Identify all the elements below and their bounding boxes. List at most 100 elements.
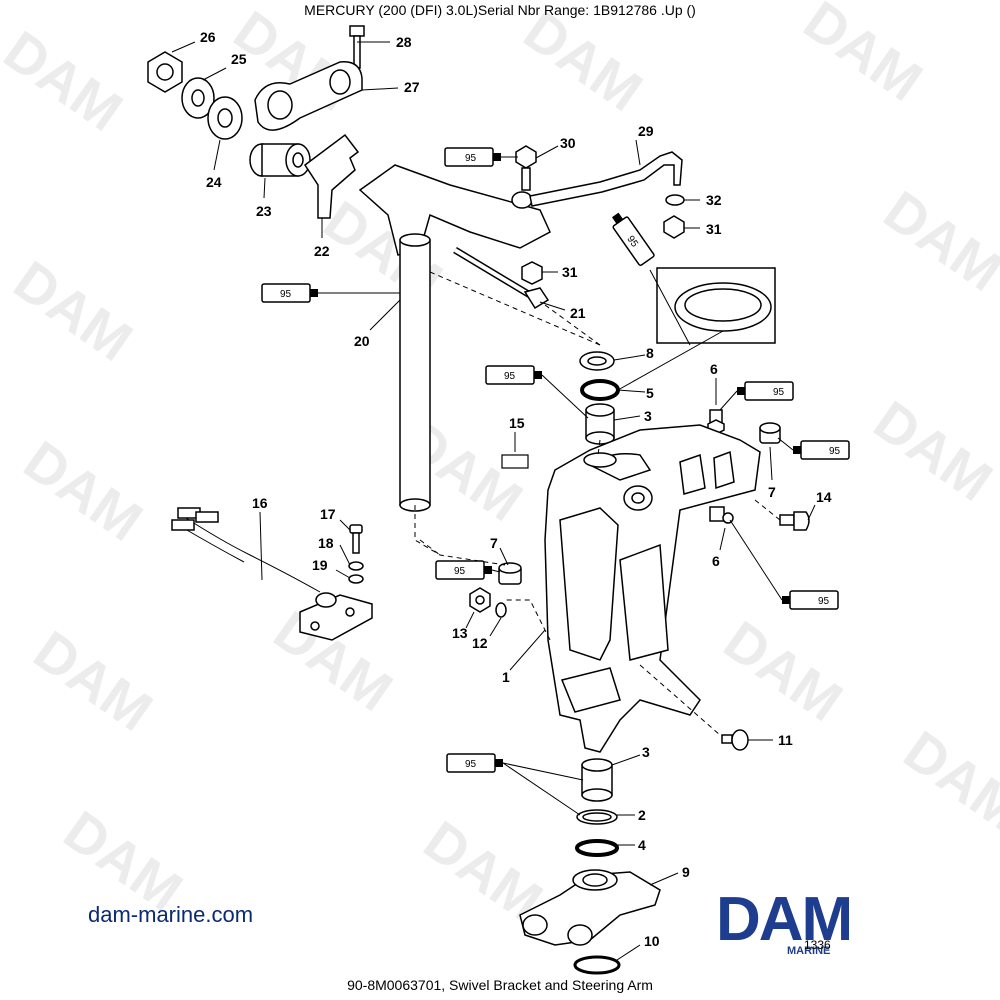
seal-detail-box	[656, 267, 776, 344]
callout-32: 32	[706, 192, 722, 208]
part-26-nut	[147, 51, 183, 93]
part-7-bushing-right	[759, 422, 781, 444]
callout-22: 22	[314, 243, 330, 259]
callout-12: 12	[472, 635, 488, 651]
callout-20: 20	[354, 333, 370, 349]
part-19-washer	[348, 574, 364, 584]
part-28-bolt	[349, 25, 365, 69]
part-6-grease-fitting-lower	[709, 506, 734, 524]
dam-logo-subtitle: MARINE	[787, 945, 831, 957]
callout-7-left: 7	[490, 535, 498, 551]
sealant-tube: 95	[792, 440, 850, 460]
callout-1: 1	[502, 669, 510, 685]
svg-text:DAM: DAM	[713, 608, 854, 733]
callout-18: 18	[318, 535, 334, 551]
svg-text:95: 95	[454, 566, 466, 577]
leader-lines	[171, 41, 816, 961]
callout-21: 21	[570, 305, 586, 321]
part-4-seal	[575, 839, 619, 857]
part-12-washer	[495, 602, 507, 618]
callout-15: 15	[509, 415, 525, 431]
sealant-tube: 95	[781, 590, 839, 610]
part-22-plate	[303, 133, 360, 219]
part-7-bushing-left	[498, 562, 522, 585]
svg-text:95: 95	[465, 153, 477, 164]
website-link[interactable]: dam-marine.com	[88, 902, 254, 927]
svg-text:95: 95	[280, 289, 292, 300]
part-25-washer	[181, 77, 215, 119]
callout-4: 4	[638, 837, 646, 853]
sealant-tube: 95	[485, 365, 543, 385]
sealant-tube: 95	[736, 381, 794, 401]
callout-23: 23	[256, 203, 272, 219]
callout-14: 14	[816, 489, 832, 505]
part-16-trim-sender	[171, 507, 373, 641]
part-13-nut	[469, 587, 491, 613]
svg-text:DAM: DAM	[0, 18, 134, 143]
part-14-bolt	[779, 511, 810, 531]
callout-28: 28	[396, 34, 412, 50]
part-8-washer	[579, 351, 615, 371]
sealant-tube: 95	[446, 753, 504, 773]
part-15-label-box	[501, 454, 529, 469]
part-23-bushing	[249, 143, 311, 177]
svg-text:DAM: DAM	[863, 388, 1000, 513]
part-17-screw	[349, 524, 363, 554]
svg-text:DAM: DAM	[873, 178, 1000, 303]
svg-text:95: 95	[829, 446, 841, 457]
callout-labels: 26 25 28 27 24 23 22 30 29 32 31 31 21 2…	[200, 29, 832, 949]
sealant-tube: 95	[435, 560, 493, 580]
callout-19: 19	[312, 557, 328, 573]
part-3-bushing-lower	[581, 758, 613, 802]
callout-30: 30	[560, 135, 576, 151]
dam-logo: DAM	[716, 885, 853, 954]
callout-3-lower: 3	[642, 744, 650, 760]
part-2-seal	[576, 809, 618, 825]
part-3-bushing-upper	[585, 403, 615, 445]
svg-text:95: 95	[773, 387, 785, 398]
callout-24: 24	[206, 174, 222, 190]
diagram-caption: 90-8M0063701, Swivel Bracket and Steerin…	[347, 977, 653, 993]
callout-17: 17	[320, 506, 336, 522]
assembly-guide-lines	[414, 271, 781, 736]
callout-10: 10	[644, 933, 660, 949]
part-24-washer	[207, 96, 243, 140]
callout-9: 9	[682, 864, 690, 880]
callout-2: 2	[638, 807, 646, 823]
callout-27: 27	[404, 79, 420, 95]
part-31-nut	[521, 261, 543, 285]
part-9-steering-arm	[519, 869, 661, 946]
callout-16: 16	[252, 495, 268, 511]
svg-text:DAM: DAM	[3, 248, 144, 373]
callout-11: 11	[778, 732, 793, 748]
page-title: MERCURY (200 (DFI) 3.0L)Serial Nbr Range…	[304, 2, 696, 18]
sealant-tube: 95	[607, 209, 656, 267]
svg-text:95: 95	[465, 759, 477, 770]
callout-6-upper: 6	[710, 361, 718, 377]
callout-31-upper: 31	[706, 221, 722, 237]
part-29-link-rod	[511, 151, 683, 209]
svg-text:DAM: DAM	[513, 0, 654, 123]
part-5-seal	[580, 379, 620, 401]
callout-8: 8	[646, 345, 654, 361]
part-1-swivel-bracket	[544, 424, 761, 753]
part-30-bolt	[515, 145, 537, 191]
callout-26: 26	[200, 29, 216, 45]
svg-text:95: 95	[818, 596, 830, 607]
callout-5: 5	[646, 385, 654, 401]
callout-7-right: 7	[768, 484, 776, 500]
callout-25: 25	[231, 51, 247, 67]
callout-13: 13	[452, 625, 468, 641]
callout-3-upper: 3	[644, 408, 652, 424]
callout-29: 29	[638, 123, 654, 139]
part-27-clamp	[254, 61, 363, 131]
sealant-tube: 95	[261, 283, 319, 303]
sealant-tube: 95	[444, 147, 502, 167]
callout-6-lower: 6	[712, 553, 720, 569]
part-10-snap-ring	[573, 955, 621, 975]
part-31-nut-upper	[663, 215, 685, 239]
svg-text:DAM: DAM	[23, 618, 164, 743]
part-11-screw	[721, 729, 749, 751]
svg-text:DAM: DAM	[13, 428, 154, 553]
